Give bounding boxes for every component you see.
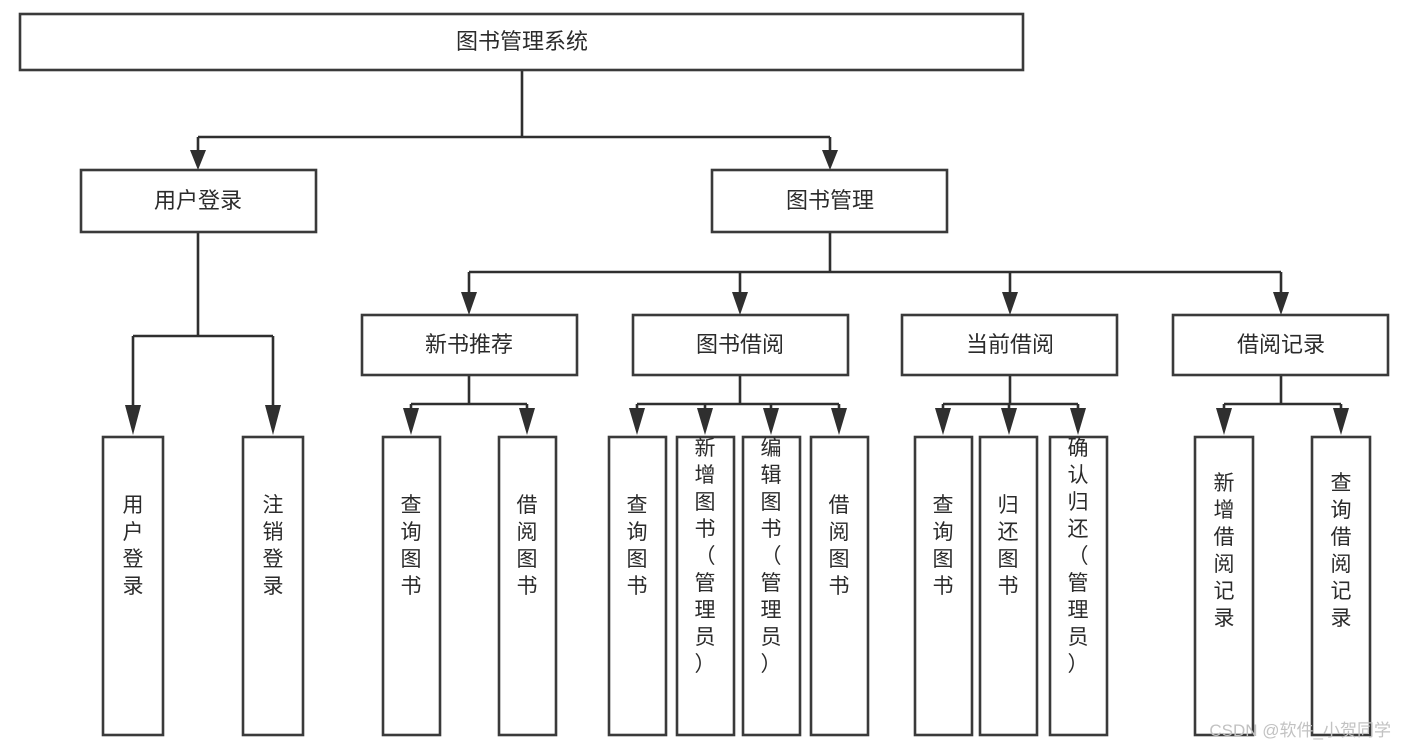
- arrow-userlogin-leaf-1: [125, 405, 141, 435]
- leaf-box[interactable]: [809, 435, 870, 737]
- arrow-bookborrow-leaf-3: [763, 408, 779, 435]
- arrow-bookborrow-leaf-4: [831, 408, 847, 435]
- leaf-label-book-borrow-4: 借阅图书: [829, 494, 850, 598]
- arrow-userlogin-leaf-2: [265, 405, 281, 435]
- node-root[interactable]: 图书管理系统: [18, 12, 1025, 72]
- book-management-label: 图书管理: [786, 188, 874, 213]
- node-user-login[interactable]: 用户登录: [79, 168, 318, 234]
- connectors-layer: [125, 70, 1349, 435]
- arrow-to-current-borrow: [1002, 292, 1018, 315]
- leaf-group-borrow-records: 新增借阅记录 查询借阅记录: [1193, 435, 1372, 737]
- node-new-book-recommend[interactable]: 新书推荐: [360, 313, 579, 377]
- leaf-label-current-borrow-2: 归还图书: [998, 494, 1019, 598]
- arrow-currentborrow-leaf-2: [1001, 408, 1017, 435]
- new-book-recommend-label: 新书推荐: [425, 332, 513, 357]
- book-borrow-label: 图书借阅: [696, 332, 784, 357]
- leaf-label-book-borrow-1: 查询图书: [627, 494, 648, 598]
- arrow-to-user-login: [190, 150, 206, 170]
- leaf-label-user-login-2: 注销登录: [263, 494, 284, 598]
- borrow-records-box[interactable]: [1171, 313, 1390, 377]
- leaf-box[interactable]: [381, 435, 442, 737]
- arrow-to-new-book: [461, 292, 477, 315]
- leaf-box[interactable]: [241, 435, 305, 737]
- arrow-currentborrow-leaf-3: [1070, 408, 1086, 435]
- leaf-label-current-borrow-1: 查询图书: [933, 494, 954, 598]
- leaf-group-new-book-recommend: 查询图书 借阅图书: [381, 435, 558, 737]
- arrow-newbook-leaf-1: [403, 408, 419, 435]
- leaf-box[interactable]: [101, 435, 165, 737]
- leaf-label-new-book-2: 借阅图书: [517, 494, 538, 598]
- leaf-label-book-borrow-2: 新增图书（管理员）: [695, 437, 716, 676]
- leaf-group-user-login: 用户登录 注销登录: [101, 435, 305, 737]
- leaf-label-user-login-1: 用户登录: [123, 494, 144, 598]
- arrow-bookborrow-leaf-1: [629, 408, 645, 435]
- leaf-box[interactable]: [913, 435, 974, 737]
- leaf-box[interactable]: [741, 435, 802, 737]
- arrow-bookborrow-leaf-2: [697, 408, 713, 435]
- arrow-to-book-borrow: [732, 292, 748, 315]
- node-book-borrow[interactable]: 图书借阅: [631, 313, 850, 377]
- leaf-label-current-borrow-3: 确认归还（管理员）: [1068, 437, 1089, 676]
- new-book-recommend-box[interactable]: [360, 313, 579, 377]
- node-borrow-records[interactable]: 借阅记录: [1171, 313, 1390, 377]
- node-current-borrow[interactable]: 当前借阅: [900, 313, 1119, 377]
- leaf-group-current-borrow: 查询图书 归还图书 确认归还（管理员）: [913, 435, 1109, 737]
- arrow-to-book-mgmt: [822, 150, 838, 170]
- leaf-box[interactable]: [1193, 435, 1255, 737]
- arrow-borrowrecords-leaf-2: [1333, 408, 1349, 435]
- arrow-borrowrecords-leaf-1: [1216, 408, 1232, 435]
- book-borrow-box[interactable]: [631, 313, 850, 377]
- leaf-box[interactable]: [1310, 435, 1372, 737]
- leaf-group-book-borrow: 查询图书 新增图书（管理员） 编辑图书（管理员） 借阅图书: [607, 435, 870, 737]
- current-borrow-label: 当前借阅: [966, 332, 1054, 357]
- arrow-to-borrow-records: [1273, 292, 1289, 315]
- arrow-newbook-leaf-2: [519, 408, 535, 435]
- leaf-box[interactable]: [1048, 435, 1109, 737]
- book-management-box[interactable]: [710, 168, 949, 234]
- root-box[interactable]: [18, 12, 1025, 72]
- root-label: 图书管理系统: [456, 29, 588, 54]
- user-login-label: 用户登录: [154, 188, 242, 213]
- leaf-label-book-borrow-3: 编辑图书（管理员）: [761, 437, 782, 676]
- leaf-label-borrow-records-1: 新增借阅记录: [1214, 472, 1235, 630]
- leaf-box[interactable]: [497, 435, 558, 737]
- arrow-currentborrow-leaf-1: [935, 408, 951, 435]
- user-login-box[interactable]: [79, 168, 318, 234]
- leaf-label-new-book-1: 查询图书: [401, 494, 422, 598]
- leaf-box[interactable]: [978, 435, 1039, 737]
- current-borrow-box[interactable]: [900, 313, 1119, 377]
- leaf-label-borrow-records-2: 查询借阅记录: [1331, 472, 1352, 630]
- leaf-box[interactable]: [607, 435, 668, 737]
- leaf-box[interactable]: [675, 435, 736, 737]
- borrow-records-label: 借阅记录: [1237, 332, 1325, 357]
- node-book-management[interactable]: 图书管理: [710, 168, 949, 234]
